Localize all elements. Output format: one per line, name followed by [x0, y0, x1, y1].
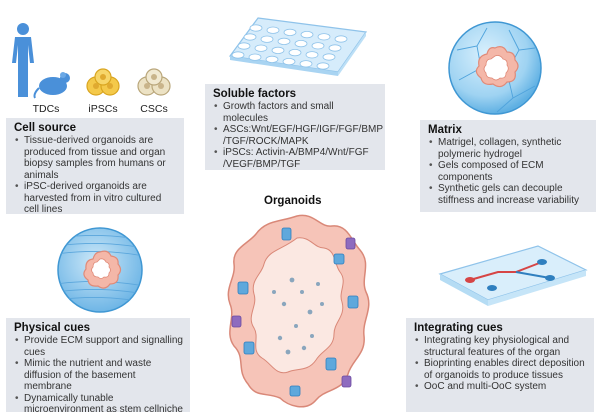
well — [248, 53, 262, 61]
organoid-illustration — [227, 214, 370, 408]
label-cscs: CSCs — [140, 103, 168, 115]
physical-cues-sphere-icon — [57, 227, 143, 313]
cell-source-panel: Cell source Tissue-derived organoids are… — [6, 118, 184, 216]
matrix-title: Matrix — [428, 124, 462, 136]
well — [316, 62, 330, 70]
well — [334, 35, 348, 43]
well — [294, 39, 308, 48]
physical-cues-title: Physical cues — [14, 322, 91, 334]
csc-cells-icon — [137, 68, 171, 96]
matrix-panel: Matrix Matrigel, collagen, synthetic pol… — [420, 120, 596, 212]
cell-source-bullet: Tissue-derived organoids are produced fr… — [15, 135, 178, 181]
well — [288, 48, 302, 57]
matrix-sphere-icon — [448, 21, 542, 115]
soluble-factors-panel: Soluble factors Growth factors and small… — [205, 84, 385, 170]
well — [282, 57, 296, 66]
label-ipscs: iPSCs — [88, 103, 118, 115]
well — [317, 33, 331, 41]
well — [231, 51, 245, 59]
well — [299, 60, 313, 68]
well — [271, 46, 285, 55]
organ-on-chip-icon — [438, 245, 588, 306]
organoid-blue-cells — [237, 227, 359, 397]
well — [266, 26, 280, 34]
integrating-cues-bullet: OoC and multi-OoC system — [415, 381, 588, 393]
well — [254, 44, 268, 52]
well — [249, 24, 263, 32]
integrating-cues-bullet: Integrating key physiological and struct… — [415, 335, 588, 358]
well — [265, 55, 279, 64]
human-silhouette-icon — [12, 23, 34, 97]
label-tdcs: TDCs — [32, 103, 60, 115]
soluble-factors-bullet: iPSCs: Activin-A/BMP4/Wnt/FGF /VEGF/BMP/… — [214, 147, 379, 170]
well — [260, 35, 274, 43]
well — [328, 44, 342, 52]
organoids-title: Organoids — [264, 195, 322, 207]
physical-cues-bullet: Provide ECM support and signalling cues — [15, 335, 184, 358]
soluble-factors-bullet: ASCs:Wnt/EGF/HGF/IGF/FGF/BMP /TGF/ROCK/M… — [214, 124, 383, 147]
cell-source-title: Cell source — [14, 122, 76, 134]
physical-cues-panel: Physical cues Provide ECM support and si… — [6, 318, 190, 415]
soluble-factors-title: Soluble factors — [213, 88, 297, 100]
integrating-cues-panel: Integrating cues Integrating key physiol… — [406, 318, 594, 412]
cell-source-bullet: iPSC-derived organoids are harvested fro… — [15, 181, 178, 216]
well — [322, 53, 336, 61]
soluble-factors-bullet: Growth factors and small molecules — [214, 101, 379, 124]
organoid-purple-cells — [231, 237, 356, 388]
mouse-icon — [33, 72, 70, 99]
organoid-lumen-dots — [272, 277, 324, 355]
matrix-bullet: Gels composed of ECM components — [429, 160, 590, 183]
well — [243, 33, 257, 41]
well — [283, 28, 297, 36]
well — [311, 42, 325, 50]
matrix-bullet: Matrigel, collagen, synthetic polymeric … — [429, 137, 590, 160]
physical-cues-bullet: Dynamically tunable microenvironment as … — [15, 393, 184, 416]
well — [300, 30, 314, 39]
integrating-cues-bullet: Bioprinting enables direct deposition of… — [415, 358, 588, 381]
integrating-cues-title: Integrating cues — [414, 322, 503, 334]
well — [277, 37, 291, 45]
well — [305, 51, 319, 59]
ipsc-cells-icon — [86, 68, 120, 96]
well — [237, 42, 251, 50]
matrix-bullet: Synthetic gels can decouple stiffness an… — [429, 183, 590, 206]
physical-cues-bullet: Mimic the nutrient and waste diffusion o… — [15, 358, 184, 393]
well-plate-icon — [228, 17, 368, 76]
